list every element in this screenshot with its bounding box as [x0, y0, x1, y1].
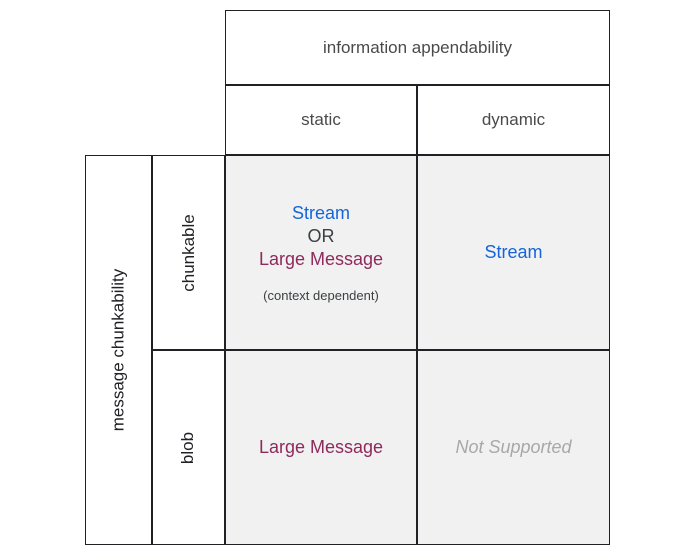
cell-chunkable-static-note: (context dependent) [263, 288, 379, 303]
row-axis-title: message chunkability [108, 268, 128, 432]
cell-blob-static-primary: Large Message [258, 437, 384, 457]
cell-chunkable-static-secondary: Large Message [258, 249, 384, 269]
cell-blob-dynamic-primary: Not Supported [455, 437, 572, 457]
column-axis-title-cell: information appendability [225, 10, 610, 85]
cell-chunkable-static-conjunction: OR [307, 226, 335, 246]
row-header-chunkable-label: chunkable [178, 213, 198, 292]
column-axis-title: information appendability [322, 37, 512, 57]
row-header-chunkable: chunkable [152, 155, 225, 350]
column-header-dynamic: dynamic [417, 85, 610, 155]
cell-blob-static: Large Message [225, 350, 417, 545]
column-header-dynamic-label: dynamic [481, 110, 546, 129]
row-header-blob-label: blob [178, 431, 198, 464]
cell-chunkable-static-primary: Stream [291, 203, 351, 223]
row-header-blob: blob [152, 350, 225, 545]
cell-blob-dynamic: Not Supported [417, 350, 610, 545]
cell-chunkable-dynamic: Stream [417, 155, 610, 350]
row-axis-title-cell: message chunkability [85, 155, 152, 545]
column-header-static: static [225, 85, 417, 155]
cell-chunkable-static: Stream OR Large Message (context depende… [225, 155, 417, 350]
column-header-static-label: static [301, 110, 341, 129]
cell-chunkable-dynamic-primary: Stream [484, 242, 543, 262]
